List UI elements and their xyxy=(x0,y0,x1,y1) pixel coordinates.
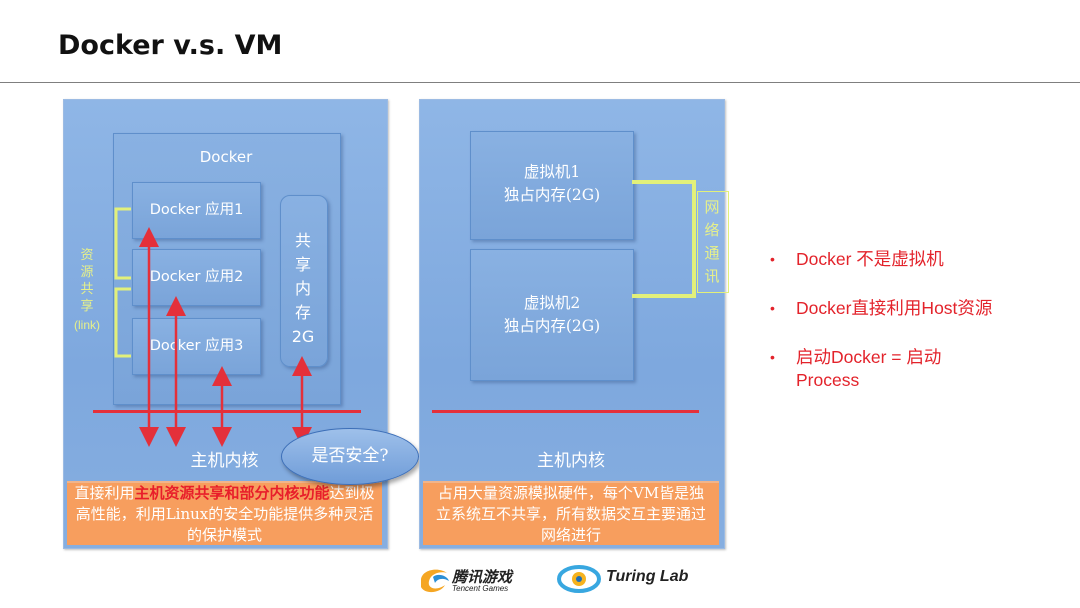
resource-share-label: 资 源 共 享 xyxy=(75,247,99,315)
slide-title: Docker v.s. VM xyxy=(58,30,283,61)
security-question-bubble: 是否安全? xyxy=(281,428,419,485)
shared-memory-char: 存 xyxy=(294,303,311,322)
network-char: 通 xyxy=(704,244,720,262)
vm-2-name: 虚拟机2 xyxy=(523,294,581,312)
vm-note: 占用大量资源模拟硬件，每个VM皆是独立系统互不共享，所有数据交互主要通过网络进行 xyxy=(423,481,719,545)
shared-memory-char: 共 xyxy=(294,231,311,250)
shared-memory-char: 享 xyxy=(294,255,311,274)
docker-app-1: Docker 应用1 xyxy=(132,182,261,239)
key-point-text: Docker 不是虚拟机 xyxy=(796,249,944,269)
title-divider xyxy=(0,82,1080,83)
docker-app-2: Docker 应用2 xyxy=(132,249,261,306)
bullet-dot-icon: • xyxy=(770,300,775,316)
docker-note: 直接利用主机资源共享和部分内核功能达到极高性能，利用Linux的安全功能提供多种… xyxy=(67,481,382,545)
docker-note-prefix: 直接利用 xyxy=(74,484,135,502)
turing-lab-name: Turing Lab xyxy=(606,568,689,585)
resource-share-char: 源 xyxy=(80,265,94,280)
vm-1-name: 虚拟机1 xyxy=(523,163,581,181)
key-point-text: 启动Docker = 启动 Process xyxy=(796,347,942,390)
docker-container-label: Docker xyxy=(199,148,253,166)
vm-1-memory: 独占内存(2G) xyxy=(503,186,601,204)
key-point: • Docker直接利用Host资源 xyxy=(770,297,1070,320)
turing-lab-logo-icon xyxy=(557,565,601,593)
key-point-text: Docker直接利用Host资源 xyxy=(796,298,993,318)
key-points-list: • Docker 不是虚拟机 • Docker直接利用Host资源 • 启动Docke… xyxy=(770,248,1070,418)
shared-memory-label: 共 享 内 存 2G xyxy=(280,229,326,349)
network-char: 网 xyxy=(704,198,720,216)
bullet-dot-icon: • xyxy=(770,251,775,267)
docker-app-3: Docker 应用3 xyxy=(132,318,261,375)
key-point: • 启动Docker = 启动 Process xyxy=(770,346,996,392)
vm-2-box: 虚拟机2 独占内存(2G) xyxy=(470,249,634,381)
vm-2-memory: 独占内存(2G) xyxy=(503,317,601,335)
docker-host-kernel: 主机内核 xyxy=(190,451,259,471)
bullet-dot-icon: • xyxy=(770,349,775,365)
vm-kernel-boundary xyxy=(432,410,699,413)
resource-share-char: 资 xyxy=(80,248,94,263)
docker-kernel-boundary xyxy=(93,410,361,413)
resource-share-tag: (link) xyxy=(74,318,100,332)
docker-note-highlight: 主机资源共享和部分内核功能 xyxy=(134,484,330,502)
tencent-games-name: 腾讯游戏 xyxy=(452,569,513,586)
key-point: • Docker 不是虚拟机 xyxy=(770,248,1070,271)
resource-share-char: 共 xyxy=(80,282,94,297)
network-label-box xyxy=(697,191,729,293)
vm-1-box: 虚拟机1 独占内存(2G) xyxy=(470,131,634,240)
shared-memory-char: 2G xyxy=(291,327,315,346)
vm-host-kernel: 主机内核 xyxy=(537,451,605,471)
network-char: 讯 xyxy=(704,267,720,285)
resource-share-char: 享 xyxy=(80,299,94,314)
tencent-games-subtitle: Tencent Games xyxy=(452,584,509,593)
shared-memory-char: 内 xyxy=(294,279,311,298)
docker-note-suffix: 达到极高性能，利用Linux的安全功能提供多种灵活的保护模式 xyxy=(75,484,375,544)
network-label: 网 络 通 讯 xyxy=(697,196,727,288)
network-char: 络 xyxy=(704,221,720,239)
tencent-games-logo-icon xyxy=(421,569,449,593)
